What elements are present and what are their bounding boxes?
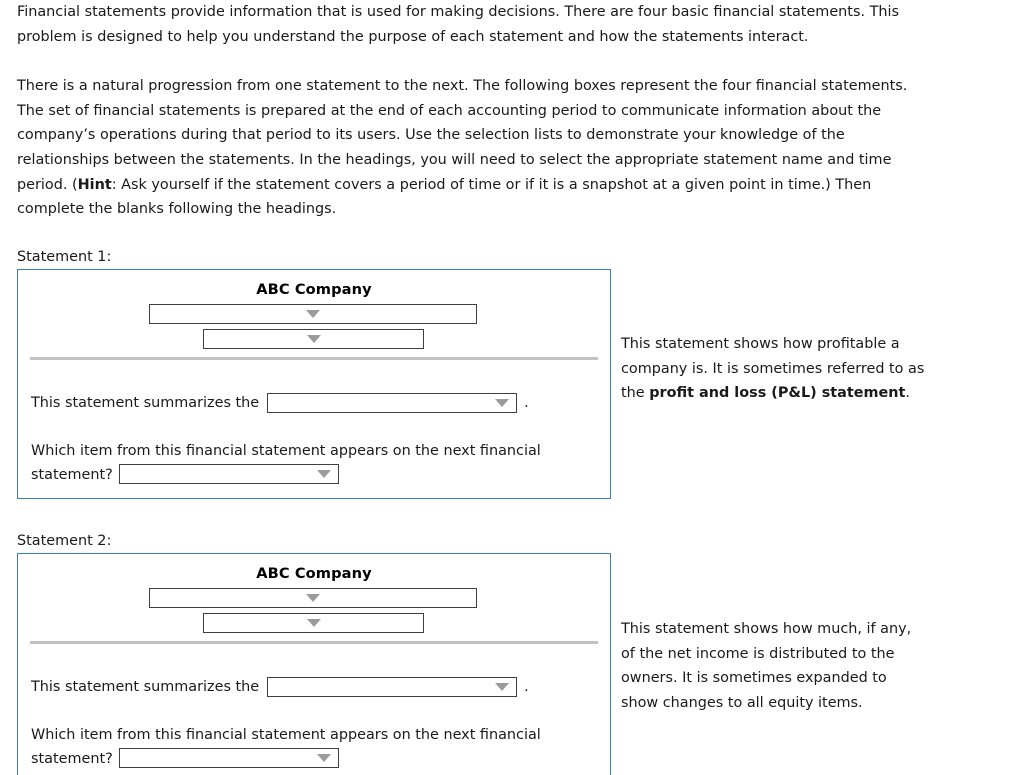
statement-2-which-item-row: Which item from this financial statement…	[31, 723, 576, 771]
statement-1-note-part-2: .	[905, 385, 910, 401]
statement-2-summarizes-period: .	[524, 679, 529, 695]
hint-label: Hint	[77, 176, 112, 193]
statement-2-heading-select-2[interactable]	[203, 613, 424, 633]
chevron-down-icon	[316, 470, 331, 478]
statement-2-which-item-label: Which item from this financial statement…	[31, 727, 541, 767]
chevron-down-icon	[316, 754, 331, 762]
statement-1-note-part-1: This statement shows how profitable a co…	[621, 336, 925, 401]
statement-2-note: This statement shows how much, if any, o…	[621, 617, 926, 715]
chevron-down-icon	[306, 619, 321, 627]
statement-1-summarizes-select[interactable]	[267, 393, 518, 413]
statement-1-company-name: ABC Company	[256, 281, 372, 298]
intro-paragraph-1: Financial statements provide information…	[17, 4, 899, 45]
statement-1-summarizes-row: This statement summarizes the .	[31, 393, 610, 413]
intro-paragraph-2-part-1: There is a natural progression from one …	[17, 78, 908, 193]
statement-1-note-bold: profit and loss (P&L) statement	[649, 385, 906, 401]
statement-1-heading-select-1[interactable]	[149, 304, 477, 324]
chevron-down-icon	[306, 335, 321, 343]
chevron-down-icon	[495, 399, 510, 407]
statement-1-summarizes-period: .	[524, 395, 529, 411]
statement-1-divider	[30, 357, 598, 360]
statement-2-divider	[30, 641, 598, 644]
intro-text: Financial statements provide information…	[17, 0, 917, 222]
chevron-down-icon	[495, 683, 510, 691]
statement-1-heading-select-2[interactable]	[203, 329, 424, 349]
statement-1-which-item-label: Which item from this financial statement…	[31, 443, 541, 483]
statement-2-summarizes-label: This statement summarizes the	[31, 679, 260, 695]
chevron-down-icon	[306, 594, 320, 602]
statement-2-heading-select-1[interactable]	[149, 588, 477, 608]
statement-2-label: Statement 2:	[17, 533, 112, 549]
statement-2-company-name: ABC Company	[256, 565, 372, 582]
statement-1-which-item-row: Which item from this financial statement…	[31, 439, 576, 487]
statement-2-summarizes-row: This statement summarizes the .	[31, 677, 610, 697]
statement-1-box: ABC Company This statement summarizes th…	[17, 269, 611, 499]
statement-1-which-item-select[interactable]	[118, 464, 339, 484]
statement-2-note-part-1: This statement shows how much, if any, o…	[621, 621, 912, 711]
statement-1-note: This statement shows how profitable a co…	[621, 332, 926, 406]
intro-paragraph-2: There is a natural progression from one …	[17, 74, 919, 222]
statement-1-summarizes-label: This statement summarizes the	[31, 395, 260, 411]
statement-1-label: Statement 1:	[17, 249, 112, 265]
chevron-down-icon	[306, 310, 320, 318]
intro-paragraph-2-part-2: : Ask yourself if the statement covers a…	[17, 176, 872, 218]
statement-2-box: ABC Company This statement summarizes th…	[17, 553, 611, 775]
statement-2-which-item-select[interactable]	[118, 748, 339, 768]
statement-2-summarizes-select[interactable]	[267, 677, 518, 697]
